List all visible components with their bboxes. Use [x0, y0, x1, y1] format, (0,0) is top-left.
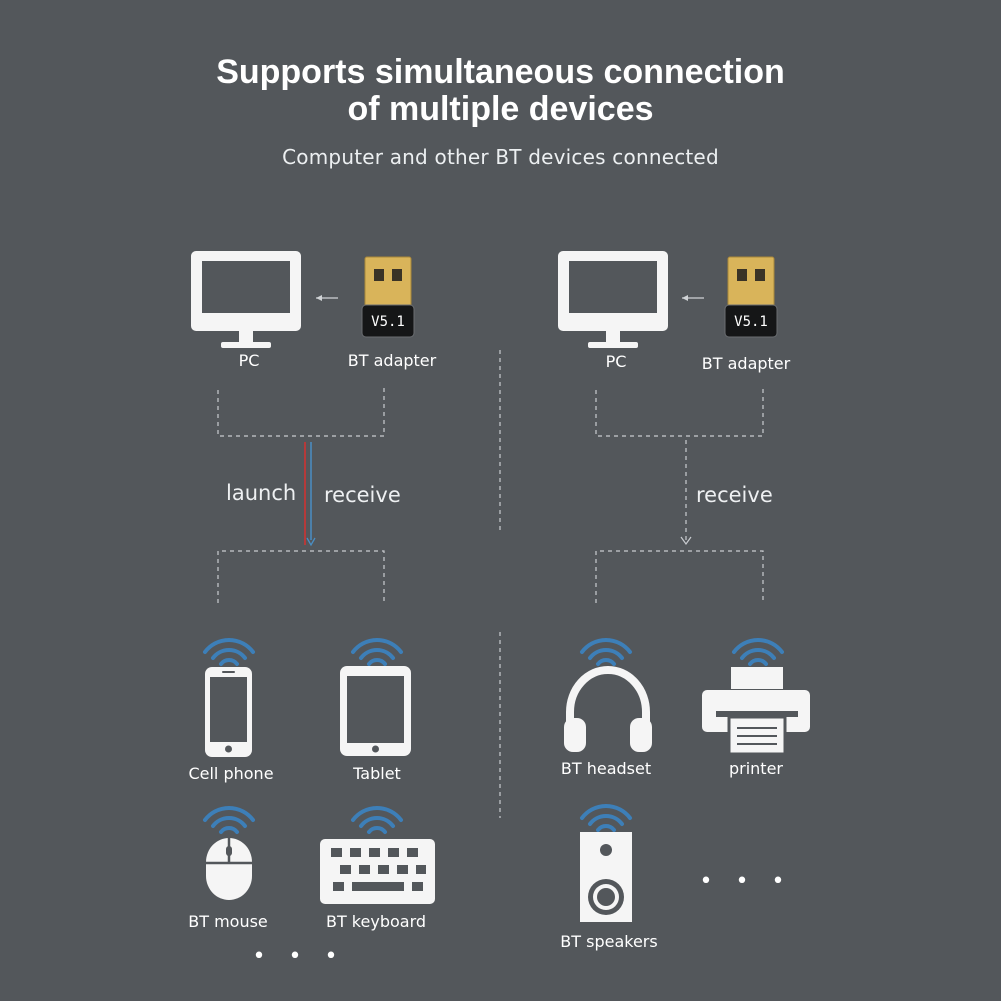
device-label-cell-phone: Cell phone	[188, 764, 274, 783]
left-top-bracket	[217, 385, 385, 437]
left-receive-label: receive	[324, 483, 401, 507]
right-pc-label: PC	[605, 352, 627, 371]
device-label-bt-speakers: BT speakers	[560, 932, 658, 951]
wifi-signal-icon	[203, 638, 255, 666]
device-label-bt-headset: BT headset	[560, 759, 652, 778]
device-label-bt-keyboard: BT keyboard	[325, 912, 427, 931]
tablet-icon	[340, 666, 411, 756]
left-pc-label: PC	[238, 351, 260, 370]
phone-icon	[205, 667, 252, 757]
wifi-signal-icon	[580, 804, 632, 832]
right-receive-arrow-icon	[680, 536, 692, 546]
printer-icon	[702, 667, 810, 756]
device-label-tablet: Tablet	[353, 764, 401, 783]
headset-icon	[564, 666, 652, 752]
right-pc-monitor-icon	[558, 251, 668, 348]
keyboard-icon	[320, 839, 435, 904]
left-launch-label: launch	[226, 481, 297, 505]
right-adapter-version: V5.1	[734, 314, 768, 330]
left-bottom-bracket	[217, 550, 385, 603]
wifi-signal-icon	[351, 806, 403, 834]
device-label-bt-mouse: BT mouse	[188, 912, 268, 931]
wifi-signal-icon	[732, 638, 784, 666]
wifi-signal-icon	[580, 638, 632, 666]
device-label-printer: printer	[728, 759, 783, 778]
wifi-signal-icon	[351, 638, 403, 666]
wifi-signal-icon	[203, 806, 255, 834]
right-more-devices: • • •	[699, 869, 793, 894]
right-bottom-bracket	[595, 550, 764, 603]
right-adapter-label: BT adapter	[701, 354, 791, 373]
page-subtitle: Computer and other BT devices connected	[282, 145, 719, 169]
right-top-bracket	[595, 385, 764, 437]
page-title-line-1: Supports simultaneous connection	[216, 53, 785, 91]
right-arrow-icon	[682, 295, 704, 301]
left-adapter-label: BT adapter	[347, 351, 437, 370]
left-receive-arrow-icon	[306, 537, 316, 547]
left-more-devices: • • •	[252, 944, 346, 969]
page-title-line-2: of multiple devices	[347, 90, 654, 128]
speaker-icon	[580, 832, 632, 922]
left-adapter-version: V5.1	[371, 314, 405, 330]
right-receive-label: receive	[696, 483, 773, 507]
left-arrow-icon	[316, 295, 338, 301]
left-pc-monitor-icon	[191, 251, 301, 348]
mouse-icon	[206, 838, 252, 900]
